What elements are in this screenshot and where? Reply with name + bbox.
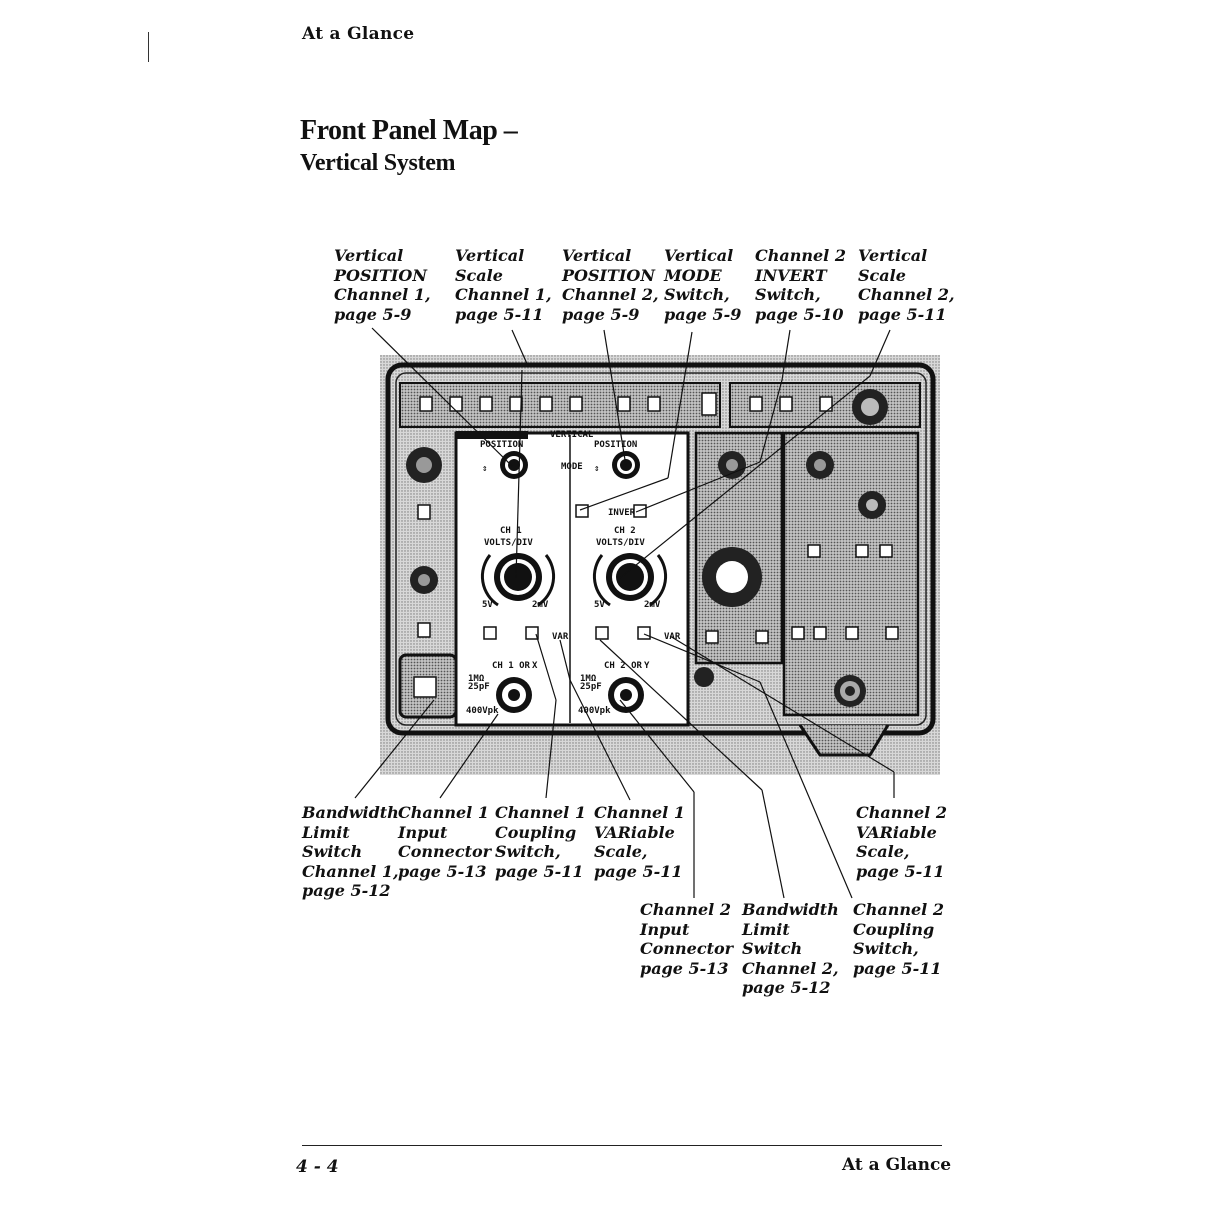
ch2-volts-div-label: VOLTS/DIV: [596, 538, 645, 548]
ch2-var-label: VAR: [664, 632, 681, 642]
ch1-position-label: POSITION: [480, 440, 523, 450]
ch2-impedance: 1MΩ: [580, 674, 597, 684]
margin-change-bar: [148, 32, 149, 62]
footer-rule: [302, 1145, 942, 1146]
ch1-capacitance: 25pF: [468, 682, 490, 692]
ch1-impedance: 1MΩ: [468, 674, 485, 684]
mode-label: MODE: [561, 462, 583, 472]
panel-section-label: VERTICAL: [550, 430, 594, 440]
svg-text:⇕: ⇕: [482, 464, 487, 474]
ch1-range-max: 5V: [482, 600, 493, 610]
svg-text:⇕: ⇕: [594, 464, 599, 474]
front-panel-illustration: VERTICAL POSITION ⇕ MODE CH 1 VOLTS/DIV …: [380, 355, 940, 775]
ch1-range-min: 2mV: [532, 600, 549, 610]
footer-section-title: At a Glance: [842, 1155, 952, 1175]
ch2-input-label: CH 2 OR: [604, 661, 643, 671]
ch2-capacitance: 25pF: [580, 682, 602, 692]
ch2-position-label: POSITION: [594, 440, 637, 450]
running-head: At a Glance: [302, 24, 415, 44]
ch1-axis-label: X: [532, 661, 538, 671]
ch1-input-label: CH 1 OR: [492, 661, 531, 671]
page-title: Front Panel Map –: [300, 115, 518, 146]
ch2-range-max: 5V: [594, 600, 605, 610]
ch1-label: CH 1: [500, 526, 522, 536]
ch1-var-label: VAR: [552, 632, 569, 642]
ch1-volts-div-label: VOLTS/DIV: [484, 538, 533, 548]
page-number: 4 - 4: [296, 1157, 339, 1177]
ch1-max-voltage: 400Vpk: [466, 706, 499, 716]
ch2-max-voltage: 400Vpk: [578, 706, 611, 716]
page-subtitle: Vertical System: [300, 150, 456, 176]
ch2-label: CH 2: [614, 526, 636, 536]
ch2-axis-label: Y: [644, 661, 650, 671]
ch2-range-min: 2mV: [644, 600, 661, 610]
